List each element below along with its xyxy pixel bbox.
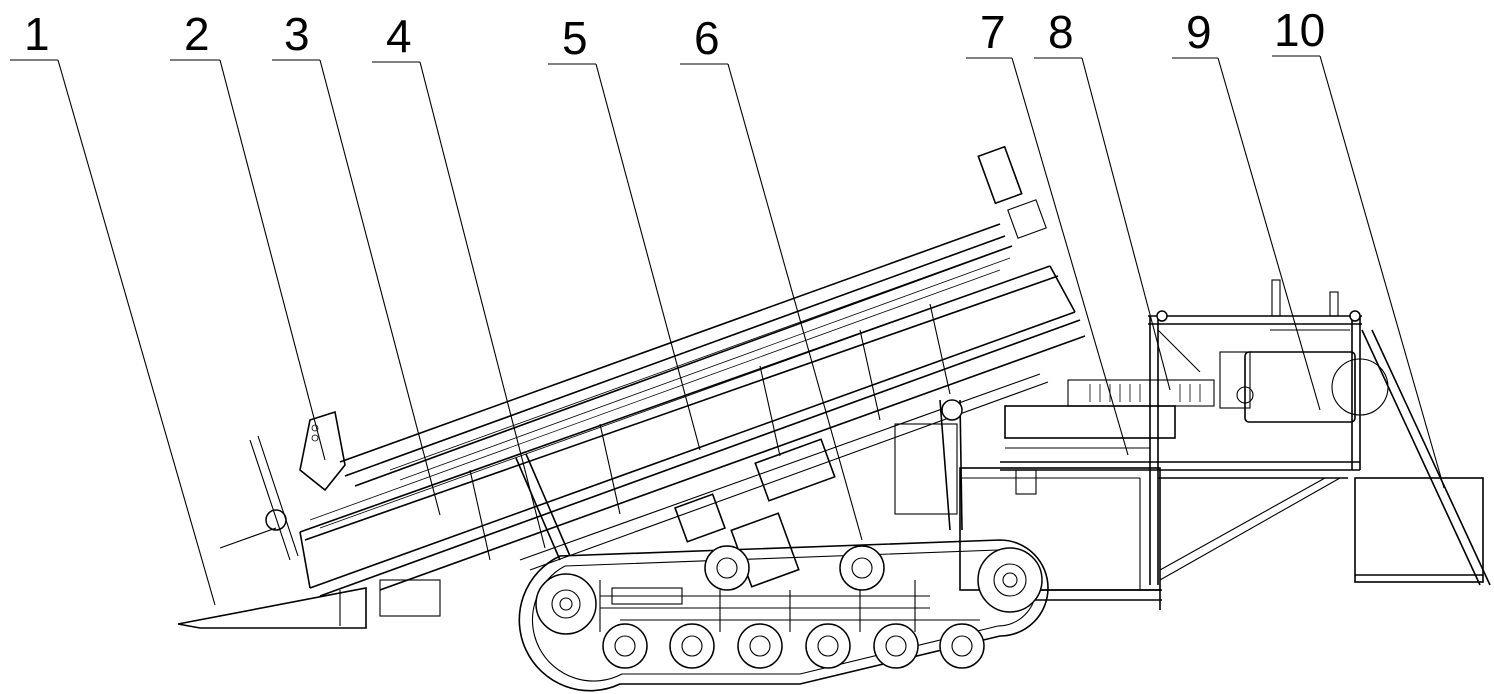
track-wheels [535, 545, 1043, 669]
callout-8: 8 [1048, 6, 1074, 58]
vent-slots [1089, 384, 1201, 402]
callout-5: 5 [562, 12, 588, 64]
front-shovel [177, 587, 367, 629]
callout-2: 2 [184, 8, 210, 60]
rear-frame [894, 279, 1491, 610]
callout-3: 3 [284, 8, 310, 60]
callout-10: 10 [1274, 4, 1325, 56]
callout-7: 7 [980, 6, 1006, 58]
leader-lines [10, 55, 1445, 606]
crawler-track [518, 539, 1049, 692]
callout-4: 4 [386, 10, 412, 62]
callout-labels: 1 2 3 4 5 6 7 8 9 10 [24, 4, 1325, 64]
callout-1: 1 [24, 8, 50, 60]
callout-6: 6 [694, 12, 720, 64]
callout-9: 9 [1186, 6, 1212, 58]
inclined-conveyor [219, 145, 1086, 617]
